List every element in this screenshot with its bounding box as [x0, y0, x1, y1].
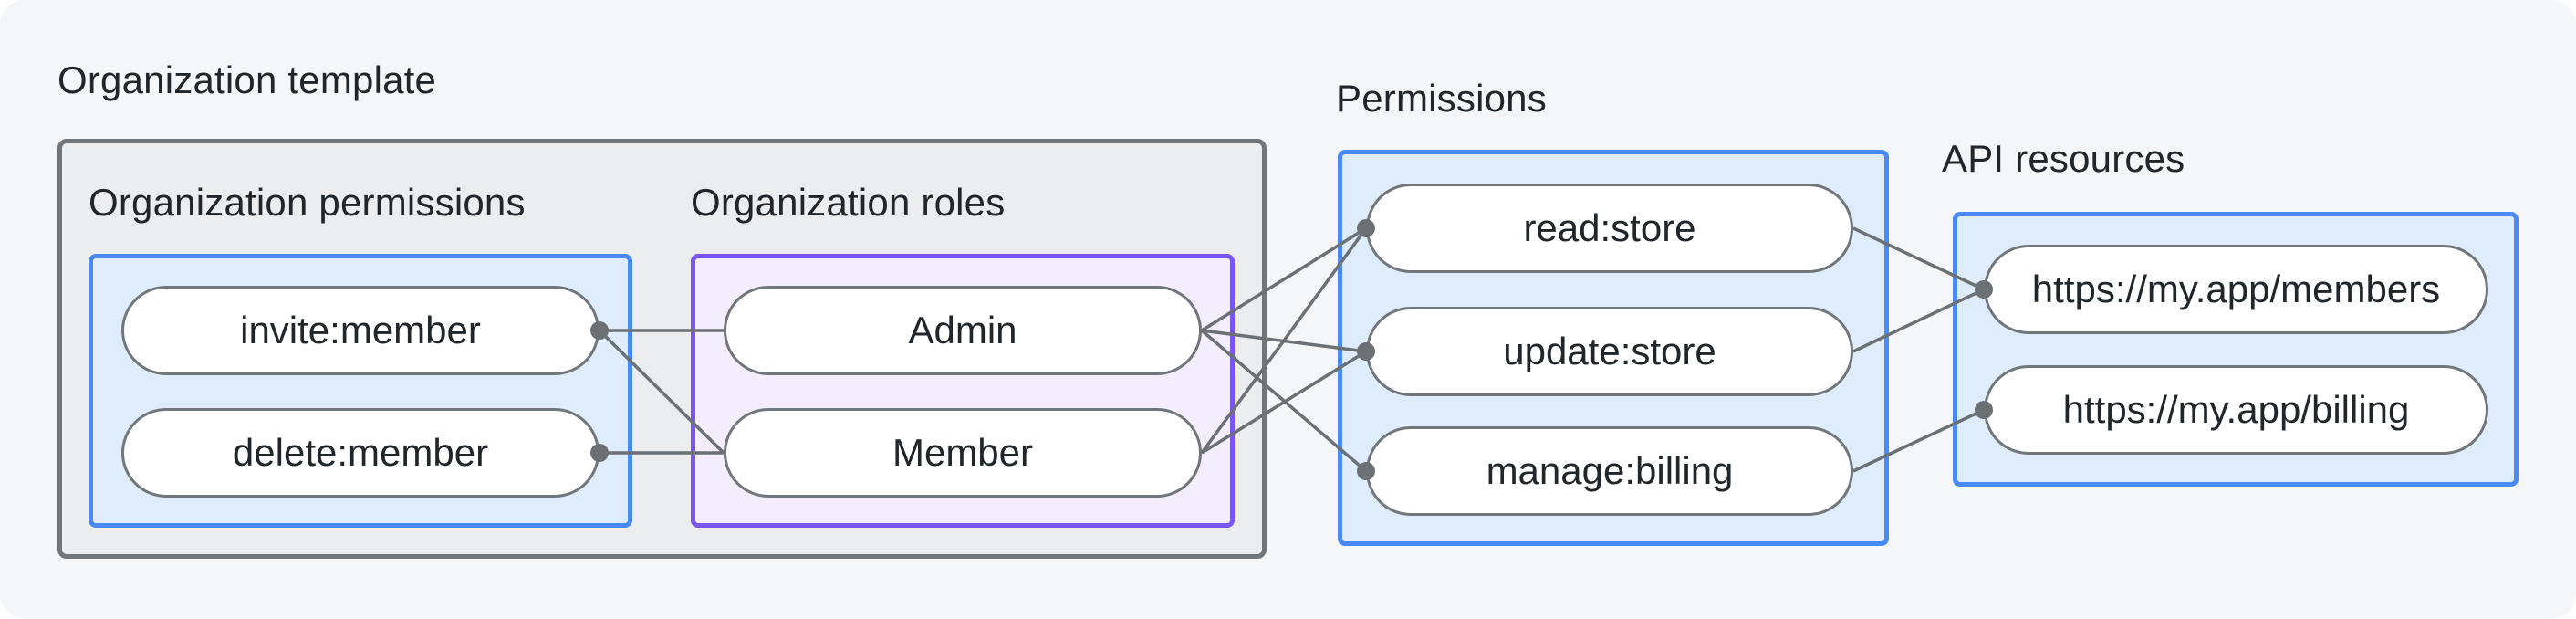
- org-roles-label: Organization roles: [691, 181, 1006, 224]
- node-admin: Admin: [724, 286, 1202, 375]
- org-permissions-label: Organization permissions: [89, 181, 526, 224]
- node-manage-billing: manage:billing: [1366, 426, 1853, 516]
- org-template-label: Organization template: [57, 58, 437, 101]
- node-api-members: https://my.app/members: [1984, 245, 2488, 334]
- node-invite-member: invite:member: [121, 286, 600, 375]
- node-delete-member: delete:member: [121, 408, 600, 498]
- permissions-label: Permissions: [1336, 77, 1547, 120]
- node-update-store: update:store: [1366, 307, 1853, 396]
- node-api-billing: https://my.app/billing: [1984, 365, 2488, 455]
- node-read-store: read:store: [1366, 184, 1853, 273]
- node-member: Member: [724, 408, 1202, 498]
- api-resources-label: API resources: [1942, 137, 2185, 180]
